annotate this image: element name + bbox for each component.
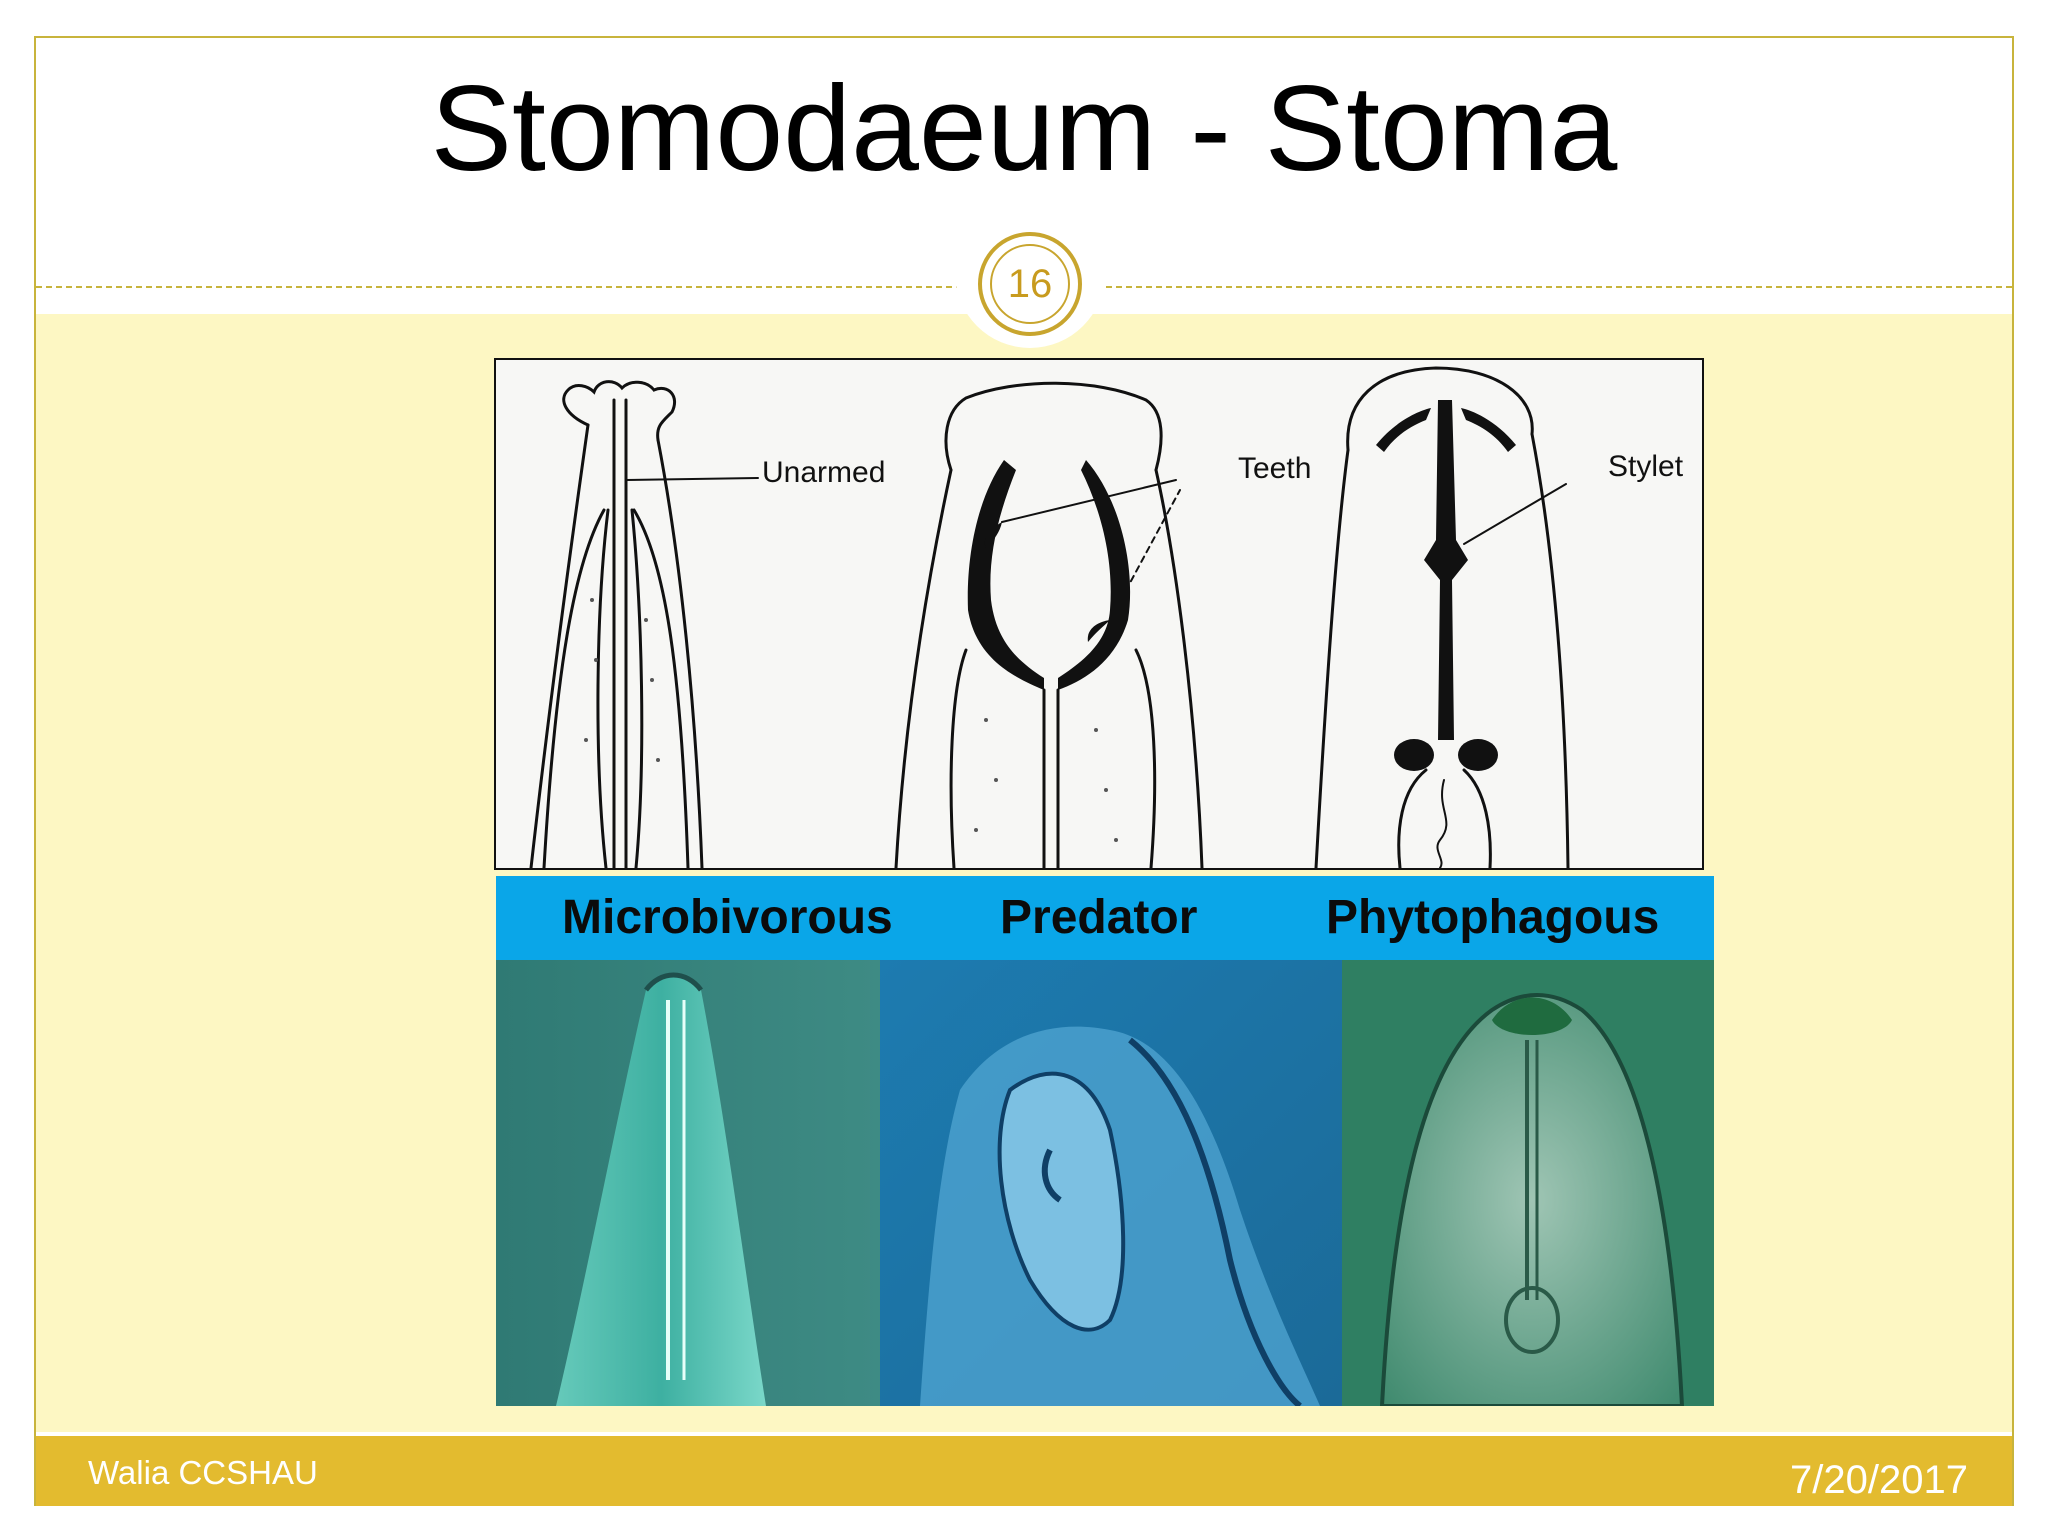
photo-predator <box>880 960 1342 1406</box>
label-unarmed: Unarmed <box>762 456 886 489</box>
page-number-badge: 16 <box>978 232 1082 336</box>
category-microbivorous: Microbivorous <box>562 891 893 944</box>
footer-bar <box>36 1436 2012 1506</box>
stoma-line-drawing <box>529 366 1570 868</box>
label-teeth: Teeth <box>1238 452 1312 485</box>
category-phytophagous: Phytophagous <box>1326 891 1660 944</box>
page-number: 16 <box>990 244 1070 324</box>
category-predator: Predator <box>1000 891 1198 944</box>
photo-microbivorous <box>496 960 880 1406</box>
stoma-line-diagram: Unarmed Teeth Stylet <box>494 358 1704 870</box>
category-label-bar: Microbivorous Predator Phytophagous <box>496 876 1714 960</box>
footer-date: 7/20/2017 <box>1790 1458 1968 1502</box>
photo-phytophagous <box>1342 960 1714 1406</box>
slide-title: Stomodaeum - Stoma <box>430 60 1618 196</box>
footer-author: Walia CCSHAU <box>88 1454 318 1491</box>
label-stylet: Stylet <box>1608 450 1684 483</box>
